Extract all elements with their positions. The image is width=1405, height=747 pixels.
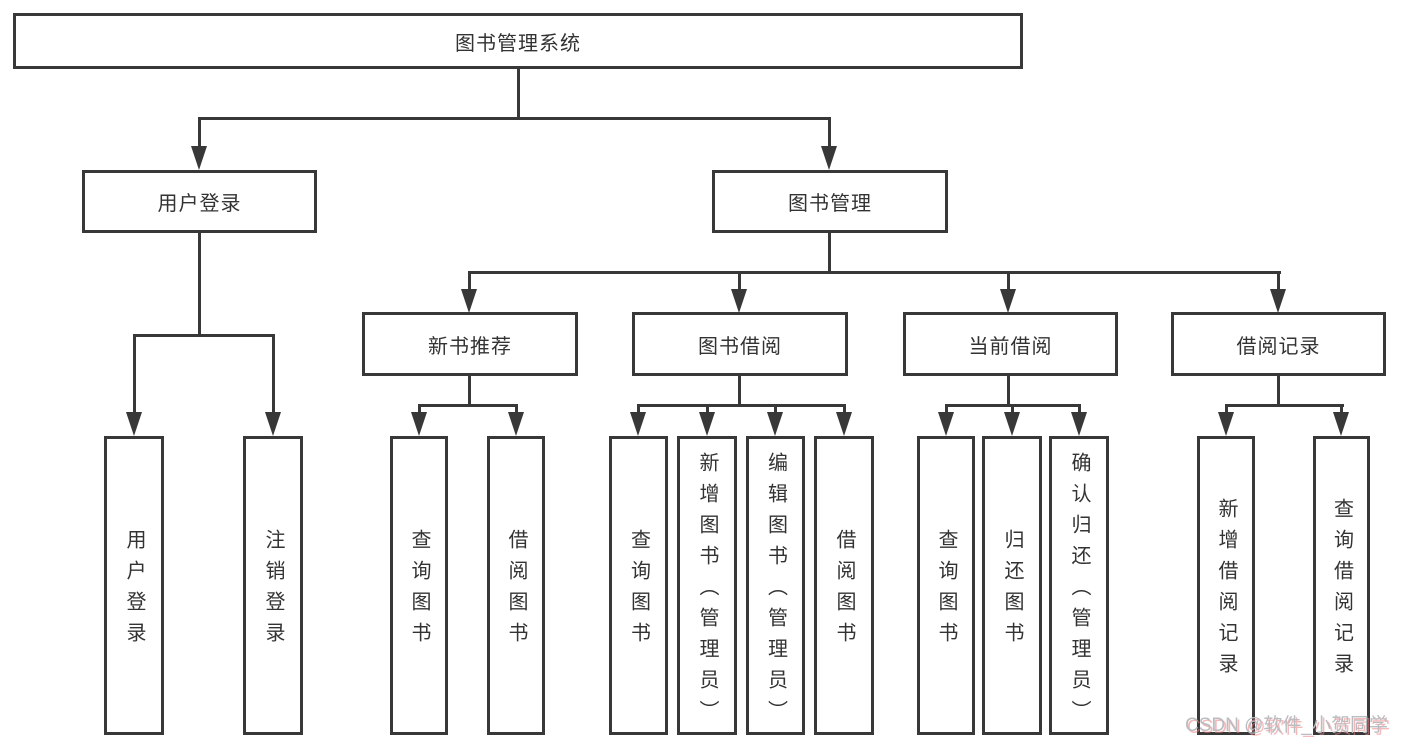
node-label: 查询图书 bbox=[408, 529, 430, 653]
arrow-down-icon bbox=[508, 412, 524, 436]
connector-line bbox=[637, 404, 846, 407]
node-label: 查询借阅记录 bbox=[1330, 498, 1353, 684]
arrow-down-icon bbox=[1270, 289, 1286, 313]
node-label: 用户登录 bbox=[123, 529, 145, 653]
node-book-borrow: 图书借阅 bbox=[632, 312, 848, 376]
node-label: 借阅记录 bbox=[1236, 335, 1321, 358]
node-current-borrow: 当前借阅 bbox=[903, 312, 1118, 376]
connector-line bbox=[517, 69, 520, 118]
node-label: 借阅图书 bbox=[833, 529, 855, 653]
connector-line bbox=[1225, 404, 1228, 414]
arrow-down-icon bbox=[821, 146, 837, 170]
connector-line bbox=[198, 117, 201, 148]
connector-line bbox=[738, 271, 741, 291]
arrow-down-icon bbox=[461, 289, 477, 313]
connector-line bbox=[774, 404, 777, 414]
arrow-down-icon bbox=[1071, 412, 1087, 436]
connector-line bbox=[1340, 404, 1343, 414]
node-label: 新增借阅记录 bbox=[1215, 498, 1237, 684]
node-book-management: 图书管理 bbox=[712, 170, 948, 233]
arrow-down-icon bbox=[1000, 289, 1016, 313]
connector-line bbox=[198, 233, 201, 336]
connector-line bbox=[637, 404, 640, 414]
connector-line bbox=[468, 271, 471, 291]
connector-line bbox=[468, 271, 1281, 274]
arrow-down-icon bbox=[411, 412, 427, 436]
node-label: 查询图书 bbox=[627, 529, 650, 653]
leaf-borrow-books-2: 借阅图书 bbox=[814, 436, 874, 735]
leaf-confirm-return-admin: 确认归还（管理员） bbox=[1049, 436, 1109, 735]
node-label: 图书管理系统 bbox=[455, 32, 581, 55]
node-label: 编辑图书（管理员） bbox=[764, 451, 787, 731]
arrow-down-icon bbox=[938, 412, 954, 436]
node-library-system: 图书管理系统 bbox=[13, 13, 1023, 69]
connector-line bbox=[1007, 376, 1010, 406]
node-label: 借阅图书 bbox=[505, 529, 527, 653]
node-label: 图书借阅 bbox=[698, 335, 782, 358]
leaf-edit-book-admin: 编辑图书（管理员） bbox=[746, 436, 805, 735]
leaf-query-books-1: 查询图书 bbox=[390, 436, 448, 735]
connector-line bbox=[1225, 404, 1344, 407]
connector-line bbox=[198, 117, 831, 120]
connector-line bbox=[843, 404, 846, 414]
arrow-down-icon bbox=[836, 412, 852, 436]
connector-line bbox=[272, 334, 275, 414]
node-label: 归还图书 bbox=[1001, 529, 1023, 653]
connector-line bbox=[515, 404, 518, 414]
arrow-down-icon bbox=[1218, 412, 1234, 436]
node-label: 新增图书（管理员） bbox=[696, 451, 718, 731]
node-label: 确认归还（管理员） bbox=[1068, 451, 1090, 731]
leaf-query-borrow-record: 查询借阅记录 bbox=[1313, 436, 1370, 735]
node-user-login: 用户登录 bbox=[82, 170, 317, 233]
connector-line bbox=[133, 334, 136, 414]
arrow-down-icon bbox=[699, 412, 715, 436]
connector-line bbox=[1078, 404, 1081, 414]
connector-line bbox=[1277, 271, 1280, 291]
node-borrow-records: 借阅记录 bbox=[1171, 312, 1386, 376]
arrow-down-icon bbox=[1333, 412, 1349, 436]
arrow-down-icon bbox=[767, 412, 783, 436]
node-label: 当前借阅 bbox=[968, 335, 1053, 358]
connector-line bbox=[468, 376, 471, 406]
connector-line bbox=[945, 404, 948, 414]
arrow-down-icon bbox=[630, 412, 646, 436]
arrow-down-icon bbox=[126, 412, 142, 436]
leaf-return-books: 归还图书 bbox=[982, 436, 1042, 735]
connector-line bbox=[418, 404, 421, 414]
leaf-add-book-admin: 新增图书（管理员） bbox=[677, 436, 737, 735]
connector-line bbox=[738, 376, 741, 406]
connector-line bbox=[1277, 376, 1280, 406]
node-label: 查询图书 bbox=[935, 529, 957, 653]
leaf-query-books-3: 查询图书 bbox=[917, 436, 975, 735]
connector-line bbox=[706, 404, 709, 414]
connector-line bbox=[828, 117, 831, 148]
connector-line bbox=[418, 404, 518, 407]
connector-line bbox=[133, 334, 275, 337]
arrow-down-icon bbox=[265, 412, 281, 436]
leaf-logout: 注销登录 bbox=[243, 436, 303, 735]
leaf-query-books-2: 查询图书 bbox=[609, 436, 668, 735]
connector-line bbox=[1007, 271, 1010, 291]
arrow-down-icon bbox=[191, 146, 207, 170]
arrow-down-icon bbox=[731, 289, 747, 313]
leaf-borrow-books-1: 借阅图书 bbox=[487, 436, 545, 735]
connector-line bbox=[1011, 404, 1014, 414]
leaf-user-login: 用户登录 bbox=[104, 436, 164, 735]
node-label: 注销登录 bbox=[262, 529, 284, 653]
node-new-book-recommend: 新书推荐 bbox=[362, 312, 578, 376]
watermark: CSDN @软件_小贺同学 bbox=[1185, 715, 1388, 736]
node-label: 用户登录 bbox=[157, 193, 242, 215]
arrow-down-icon bbox=[1004, 412, 1020, 436]
node-label: 新书推荐 bbox=[428, 335, 512, 358]
connector-line bbox=[828, 233, 831, 273]
leaf-add-borrow-record: 新增借阅记录 bbox=[1197, 436, 1255, 735]
node-label: 图书管理 bbox=[788, 193, 872, 215]
